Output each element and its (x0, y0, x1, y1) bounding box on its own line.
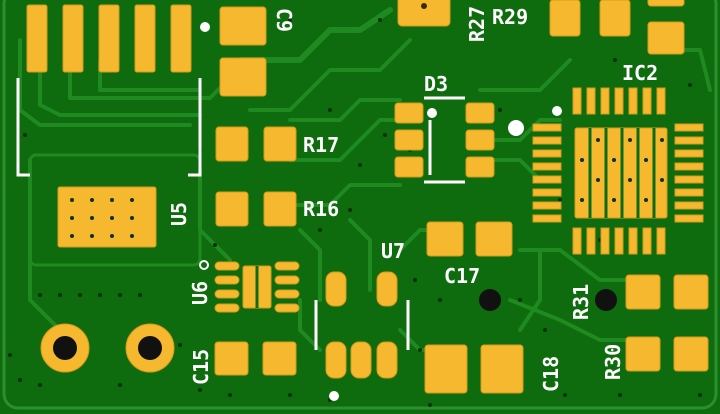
label-u6: U6 (188, 281, 212, 305)
label-r27: R27 (465, 6, 489, 42)
via-large (508, 120, 524, 136)
label-r16: R16 (303, 197, 339, 221)
label-c9: C9 (272, 8, 296, 32)
via-marker (427, 108, 437, 118)
via-marker (200, 22, 210, 32)
u7-pad (376, 271, 398, 307)
label-u7: U7 (381, 239, 405, 263)
d3-outline (424, 96, 465, 184)
label-c15: C15 (189, 349, 213, 385)
u7-pad (325, 341, 347, 379)
r17-pad (263, 126, 297, 162)
c9-pad (219, 6, 267, 46)
c15-pad (214, 341, 249, 376)
via-hole (479, 289, 501, 311)
label-c18: C18 (539, 356, 563, 392)
y-pad (397, 0, 451, 27)
r17-pad (215, 126, 249, 162)
r16-pad (215, 191, 249, 227)
u7-pad (325, 271, 347, 307)
r16-pad (263, 191, 297, 227)
u7-pad (376, 341, 398, 379)
c18-pad (480, 344, 524, 394)
label-u5: U5 (167, 202, 191, 226)
label-ic2: IC2 (622, 61, 658, 85)
label-r29: R29 (492, 5, 528, 29)
r30-pad (673, 336, 709, 372)
th-pad-hole (53, 336, 77, 360)
label-r30: R30 (601, 344, 625, 380)
via-marker (552, 106, 562, 116)
u6-pads (214, 261, 300, 313)
u7-outline (314, 300, 410, 350)
label-c17: C17 (444, 264, 480, 288)
u6-pin1-marker (199, 260, 209, 270)
u5-outline (16, 78, 202, 177)
u5-thermal-vias (70, 198, 134, 238)
c9-pad (219, 57, 267, 97)
r31-pad (673, 274, 709, 310)
r31-pad (625, 274, 661, 310)
label-d3: D3 (424, 72, 448, 96)
edge-pad (647, 21, 685, 55)
label-r31: R31 (569, 284, 593, 320)
th-pad-hole (138, 336, 162, 360)
u7-pad (350, 341, 372, 379)
c15-pad (262, 341, 297, 376)
r30-pad (625, 336, 661, 372)
d3-pads (394, 102, 495, 178)
ic2-thermal-grid (588, 128, 656, 218)
edge-pad (647, 0, 685, 7)
r29-pad (549, 0, 581, 37)
u5-header-pads (26, 4, 192, 73)
c17-pad (475, 221, 513, 257)
copper-traces (18, 7, 712, 352)
via-hole (595, 289, 617, 311)
c17-pad (426, 221, 464, 257)
r29-pad (599, 0, 631, 37)
ic2-thermal-vias (580, 138, 664, 202)
label-r17: R17 (303, 133, 339, 157)
y-pad-via (421, 3, 427, 9)
c18-pad (424, 344, 468, 394)
u5-thermal-pad (57, 186, 157, 248)
via-marker (329, 391, 339, 401)
